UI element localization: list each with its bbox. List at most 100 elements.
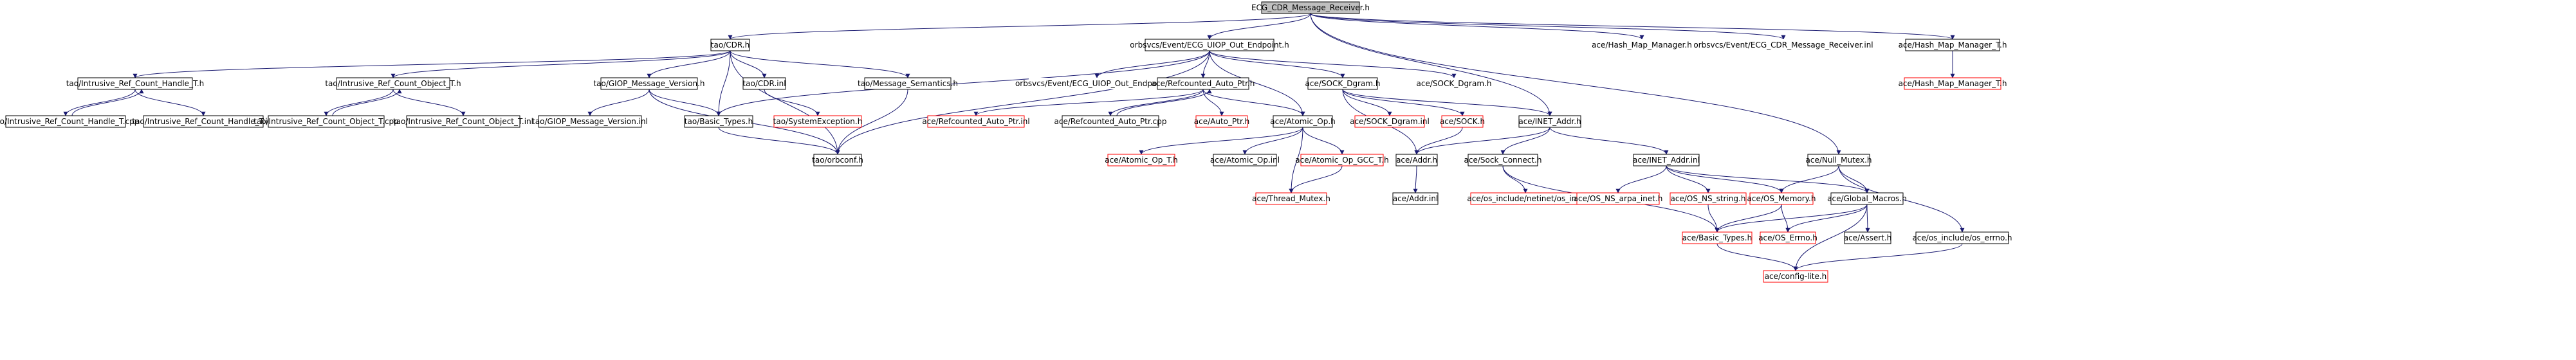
graph-node-osstring[interactable]: ace/OS_NS_string.h bbox=[1670, 192, 1747, 205]
graph-node-atomic[interactable]: ace/Atomic_Op.h bbox=[1270, 115, 1336, 128]
graph-node-oserrno2[interactable]: ace/OS_Errno.h bbox=[1758, 231, 1817, 244]
graph-node-label: ace/INET_Addr.inl bbox=[1633, 156, 1700, 165]
edge-cdr-to-giop bbox=[647, 50, 731, 78]
graph-node-rcap_cpp[interactable]: ace/Refcounted_Auto_Ptr.cpp bbox=[1054, 115, 1167, 128]
graph-node-oserrno[interactable]: ace/os_include/os_errno.h bbox=[1912, 231, 2012, 244]
graph-node-hmm_ti[interactable]: ace/Hash_Map_Manager_T.h bbox=[1899, 77, 2007, 90]
graph-node-uiop[interactable]: orbsvcs/Event/ECG_UIOP_Out_Endpoint.h bbox=[1130, 39, 1289, 51]
graph-node-sockd[interactable]: ace/SOCK_Dgram.h bbox=[1305, 77, 1381, 90]
graph-node-atomic_inl[interactable]: ace/Atomic_Op.inl bbox=[1210, 154, 1280, 166]
graph-node-label: tao/GIOP_Message_Version.h bbox=[593, 79, 704, 88]
graph-node-label: ace/Atomic_Op.h bbox=[1270, 117, 1336, 126]
edge-root-to-uiop bbox=[1207, 13, 1311, 40]
graph-node-inetaddr[interactable]: ace/INET_Addr.h bbox=[1518, 115, 1581, 128]
graph-node-arpa[interactable]: ace/OS_NS_arpa_inet.h bbox=[1574, 192, 1663, 205]
edge-acebasic-to-configlite bbox=[1716, 243, 1798, 271]
edge-cdr-to-basic bbox=[716, 50, 731, 116]
graph-node-atomic_gcc[interactable]: ace/Atomic_Op_GCC_T.h bbox=[1295, 154, 1389, 166]
edge-irco-to-irco_cpp bbox=[324, 89, 394, 116]
graph-node-globalmacros[interactable]: ace/Global_Macros.h bbox=[1827, 192, 1907, 205]
graph-node-hmm_top[interactable]: ace/Hash_Map_Manager.h bbox=[1592, 39, 1692, 51]
graph-node-thread_mutex[interactable]: ace/Thread_Mutex.h bbox=[1252, 192, 1330, 205]
graph-node-label: ace/Addr.h bbox=[1396, 156, 1437, 165]
graph-node-irch_cpp[interactable]: tao/Intrusive_Ref_Count_Handle_T.cpp bbox=[0, 115, 139, 128]
graph-node-label: orbsvcs/Event/ECG_UIOP_Out_Endpoint.h bbox=[1130, 40, 1289, 50]
graph-node-sockd_inl[interactable]: ace/SOCK_Dgram.inl bbox=[1350, 115, 1430, 128]
graph-node-box bbox=[1307, 77, 1378, 90]
graph-node-aceassert[interactable]: ace/Assert.h bbox=[1844, 231, 1892, 244]
graph-node-label: tao/SystemException.h bbox=[773, 117, 863, 126]
graph-node-netinet[interactable]: ace/os_include/netinet/os_in.h bbox=[1467, 192, 1584, 205]
graph-node-configlite[interactable]: ace/config-lite.h bbox=[1763, 270, 1828, 283]
graph-node-msgrecv_inl[interactable]: orbsvcs/Event/ECG_CDR_Message_Receiver.i… bbox=[1693, 39, 1873, 51]
edge-atomic-to-atomic_inl bbox=[1242, 127, 1303, 155]
graph-node-acebasic[interactable]: ace/Basic_Types.h bbox=[1682, 231, 1753, 244]
graph-node-label: ace/SOCK_Dgram.h bbox=[1305, 79, 1381, 88]
graph-node-box bbox=[1467, 154, 1538, 166]
graph-node-label: ace/Hash_Map_Manager_T.h bbox=[1899, 79, 2007, 88]
graph-node-box bbox=[538, 115, 642, 128]
graph-node-sockconnect[interactable]: ace/Sock_Connect.h bbox=[1464, 154, 1542, 166]
graph-node-label: tao/orbconf.h bbox=[812, 156, 863, 165]
edge-giop-to-giop_inl bbox=[587, 89, 650, 116]
edge-inetaddr_inl-to-osstring bbox=[1666, 165, 1711, 194]
graph-node-osmemory[interactable]: ace/OS_Memory.h bbox=[1747, 192, 1816, 205]
graph-node-box bbox=[268, 115, 385, 128]
graph-node-irch_inl[interactable]: tao/Intrusive_Ref_Count_Handle_T.inl bbox=[132, 115, 275, 128]
graph-node-box bbox=[143, 115, 264, 128]
graph-node-box bbox=[1062, 115, 1159, 128]
graph-node-orbconf[interactable]: tao/orbconf.h bbox=[812, 154, 863, 166]
graph-node-cdr_inl[interactable]: tao/CDR.inl bbox=[742, 77, 786, 90]
graph-node-rcap_inl[interactable]: ace/Refcounted_Auto_Ptr.inl bbox=[922, 115, 1030, 128]
edge-root-to-nullmutex bbox=[1310, 13, 1841, 155]
graph-node-nullmutex[interactable]: ace/Null_Mutex.h bbox=[1806, 154, 1872, 166]
graph-node-irch[interactable]: tao/Intrusive_Ref_Count_Handle_T.h bbox=[66, 77, 205, 90]
graph-node-hmm_t[interactable]: ace/Hash_Map_Manager_T.h bbox=[1899, 39, 2007, 51]
graph-node-label: ace/Addr.inl bbox=[1393, 194, 1439, 203]
graph-node-addr_inl[interactable]: ace/Addr.inl bbox=[1392, 192, 1439, 205]
graph-node-root[interactable]: ECG_CDR_Message_Receiver.h bbox=[1251, 1, 1370, 14]
graph-node-label: ace/Assert.h bbox=[1844, 233, 1892, 242]
edge-cdr_inl-to-sysexc bbox=[764, 89, 820, 116]
graph-node-basic[interactable]: tao/Basic_Types.h bbox=[684, 115, 753, 128]
graph-node-box bbox=[1029, 78, 1165, 89]
graph-node-sockd_top[interactable]: ace/SOCK_Dgram.h bbox=[1417, 78, 1492, 89]
graph-node-label: ace/Atomic_Op_T.h bbox=[1105, 156, 1177, 165]
graph-node-box bbox=[1261, 1, 1360, 14]
graph-node-uiop_inl[interactable]: orbsvcs/Event/ECG_UIOP_Out_Endpoint.inl bbox=[1015, 78, 1179, 89]
graph-node-label: ace/Sock_Connect.h bbox=[1464, 156, 1542, 165]
graph-node-addr[interactable]: ace/Addr.h bbox=[1395, 154, 1438, 166]
graph-node-rcap[interactable]: ace/Refcounted_Auto_Ptr.h bbox=[1152, 77, 1255, 90]
edge-inetaddr_inl-to-arpa bbox=[1615, 165, 1667, 194]
graph-node-inetaddr_inl[interactable]: ace/INET_Addr.inl bbox=[1633, 154, 1700, 166]
edge-irch-to-irch_cpp bbox=[63, 89, 136, 116]
graph-node-box bbox=[1255, 192, 1327, 205]
edge-msgsem-to-orbconf bbox=[835, 89, 908, 155]
graph-node-box bbox=[1763, 270, 1828, 283]
graph-node-autoptr[interactable]: ace/Auto_Ptr.h bbox=[1194, 115, 1249, 128]
graph-node-giop[interactable]: tao/GIOP_Message_Version.h bbox=[593, 77, 705, 90]
graph-node-cdr[interactable]: tao/CDR.h bbox=[710, 39, 750, 51]
edge-root-to-msgrecv_inl bbox=[1310, 13, 1786, 40]
graph-node-msgsem[interactable]: tao/Message_Semantics.h bbox=[858, 77, 958, 90]
edge-globalmacros-to-acebasic bbox=[1715, 204, 1868, 233]
edge-uiop-to-uiop_inl bbox=[1094, 50, 1210, 78]
graph-node-label: ace/config-lite.h bbox=[1765, 272, 1827, 281]
edge-root-to-hmm_t bbox=[1310, 13, 1955, 40]
graph-node-irco_inl[interactable]: tao/Intrusive_Ref_Count_Object_T.inl bbox=[393, 115, 533, 128]
edge-atomic-to-atomic_t bbox=[1139, 127, 1303, 155]
graph-node-label: ace/Null_Mutex.h bbox=[1806, 156, 1872, 165]
graph-node-box bbox=[1107, 154, 1175, 166]
graph-node-irco[interactable]: tao/Intrusive_Ref_Count_Object_T.h bbox=[325, 77, 461, 90]
graph-node-sysexc[interactable]: tao/SystemException.h bbox=[773, 115, 863, 128]
graph-node-box bbox=[1844, 231, 1891, 244]
graph-node-sock[interactable]: ace/SOCK.h bbox=[1440, 115, 1485, 128]
graph-node-label: ace/OS_NS_string.h bbox=[1671, 194, 1746, 203]
graph-node-box bbox=[1195, 115, 1248, 128]
graph-node-atomic_t[interactable]: ace/Atomic_Op_T.h bbox=[1105, 154, 1178, 166]
graph-node-giop_inl[interactable]: tao/GIOP_Message_Version.inl bbox=[532, 115, 648, 128]
edge-irch_cpp-to-irch bbox=[71, 89, 144, 116]
edge-inetaddr-to-addr bbox=[1414, 127, 1550, 155]
graph-node-irco_cpp[interactable]: tao/Intrusive_Ref_Count_Object_T.cpp bbox=[253, 115, 399, 128]
graph-node-box bbox=[1518, 115, 1581, 128]
